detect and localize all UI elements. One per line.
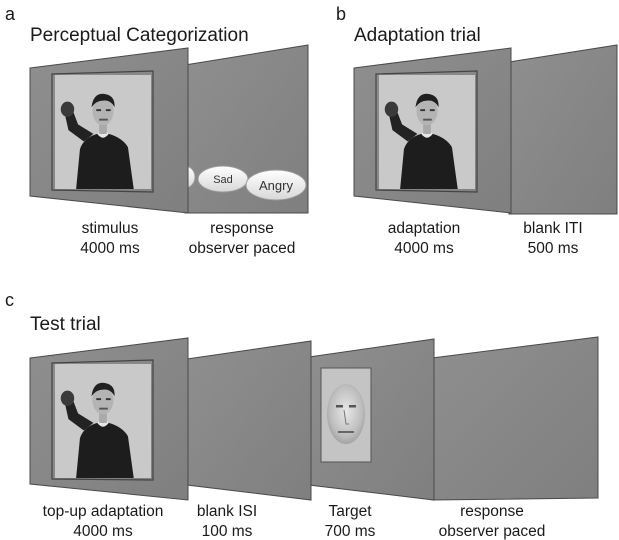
stimulus-frame (51, 70, 154, 193)
screen-blank-isi (186, 340, 312, 501)
caption-response-c-line2: observer paced (439, 523, 546, 540)
response-option-sad-label: Sad (213, 174, 233, 186)
panel-letter-a: a (5, 4, 16, 24)
screen-target (308, 338, 435, 501)
panel-letter-c: c (5, 290, 14, 310)
panel-title-c: Test trial (30, 314, 101, 335)
panel-letter-b: b (336, 4, 346, 24)
panel-b: b Adaptation trial adaptation 4000 ms bl… (336, 4, 618, 257)
panel-a: a Perceptual Categorization Sad Angry st… (5, 4, 309, 257)
caption-blank-iti-line2: 500 ms (528, 240, 579, 257)
target-face (327, 384, 365, 444)
caption-topup-line2: 4000 ms (73, 523, 133, 540)
caption-target-line2: 700 ms (325, 523, 376, 540)
caption-adaptation-line2: 4000 ms (394, 240, 454, 257)
response-option-angry-label: Angry (259, 178, 293, 193)
actor-photo-a (55, 75, 151, 189)
screen-stimulus-a (29, 47, 189, 214)
caption-stimulus-line2: 4000 ms (80, 240, 140, 257)
panel-title-b: Adaptation trial (354, 25, 481, 46)
caption-topup-line1: top-up adaptation (43, 503, 164, 520)
screen-response-a: Sad Angry (174, 44, 309, 214)
screen-response-c (431, 336, 599, 501)
actor-photo-b (379, 75, 475, 189)
stimulus-frame-b (375, 70, 478, 193)
caption-response-line1: response (210, 220, 274, 237)
panel-title-a: Perceptual Categorization (30, 25, 249, 46)
caption-blank-isi-line1: blank ISI (197, 503, 257, 520)
screen-blank-iti (508, 44, 618, 215)
caption-response-c-line1: response (460, 503, 524, 520)
response-option-angry (245, 169, 307, 201)
stimulus-frame-c (51, 359, 154, 481)
caption-blank-iti-line1: blank ITI (523, 220, 582, 237)
screen-topup-adaptation (29, 337, 189, 501)
caption-response-line2: observer paced (189, 240, 296, 257)
screen-adaptation-b (353, 47, 512, 214)
actor-photo-c (55, 364, 151, 478)
panel-c: c Test trial top-up adaptat (5, 290, 599, 540)
caption-stimulus-line1: stimulus (82, 220, 139, 237)
caption-blank-isi-line2: 100 ms (202, 523, 253, 540)
caption-adaptation-line1: adaptation (388, 220, 460, 237)
caption-target-line1: Target (328, 503, 372, 520)
